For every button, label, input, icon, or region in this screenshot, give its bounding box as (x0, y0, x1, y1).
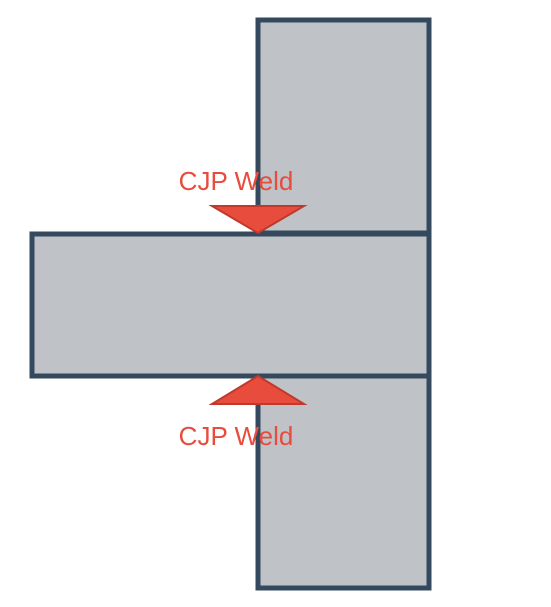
bottom-weld-symbol-icon (208, 374, 308, 405)
horizontal-plate (29, 231, 432, 379)
top-weld-symbol-icon (208, 205, 308, 235)
vertical-plate-top (255, 17, 432, 236)
top-weld-label: CJP Weld (179, 166, 294, 196)
bottom-weld: CJP Weld (179, 374, 308, 451)
vertical-plate-bottom (255, 373, 432, 591)
top-weld: CJP Weld (179, 166, 308, 235)
bottom-weld-label: CJP Weld (179, 421, 294, 451)
